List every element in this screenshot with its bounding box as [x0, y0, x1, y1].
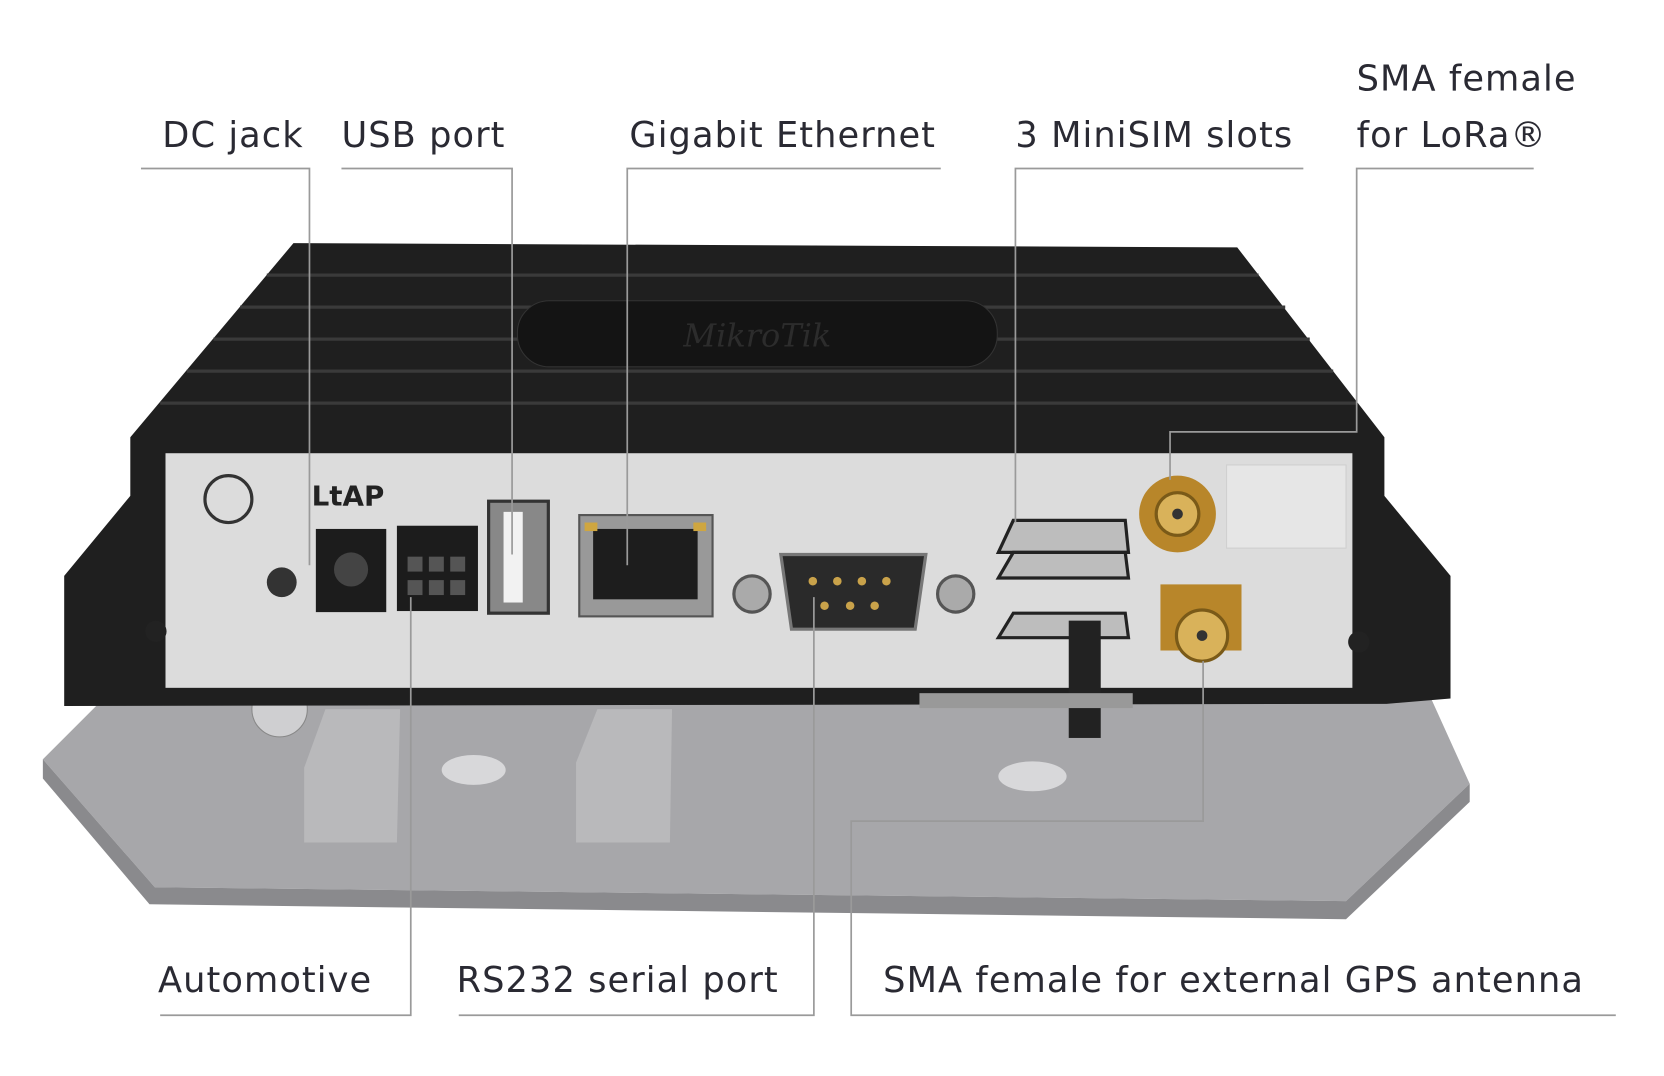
minisim-slots [995, 518, 1131, 640]
logo-text: MikroTik [682, 317, 831, 355]
leader-minisim [1014, 167, 1304, 523]
leader-usb [341, 167, 513, 555]
leader-sma-gps [850, 661, 1616, 1017]
label-minisim-slots: 3 MiniSIM slots [1015, 115, 1293, 156]
leader-rs232 [458, 597, 815, 1017]
leader-dc-jack [140, 167, 311, 566]
label-sma-lora-line1: SMA female [1357, 59, 1577, 100]
leader-ethernet [626, 167, 941, 566]
label-sma-gps: SMA female for external GPS antenna [883, 960, 1584, 1001]
rs232-port [778, 552, 928, 631]
logo-plate [516, 300, 998, 368]
label-rs232: RS232 serial port [457, 960, 779, 1001]
sma-gps-connector [1160, 584, 1242, 663]
model-mark: LtAP [312, 479, 385, 512]
label-automotive: Automotive [158, 960, 372, 1001]
label-gigabit-ethernet: Gigabit Ethernet [629, 115, 936, 156]
leader-automotive [160, 597, 412, 1017]
label-dc-jack: DC jack [162, 115, 303, 156]
leader-sma-lora [1169, 167, 1534, 480]
label-usb-port: USB port [341, 115, 505, 156]
mounting-base [42, 682, 1470, 902]
label-sma-lora-line2: for LoRa® [1357, 115, 1547, 156]
sma-lora-connector [1139, 475, 1216, 553]
